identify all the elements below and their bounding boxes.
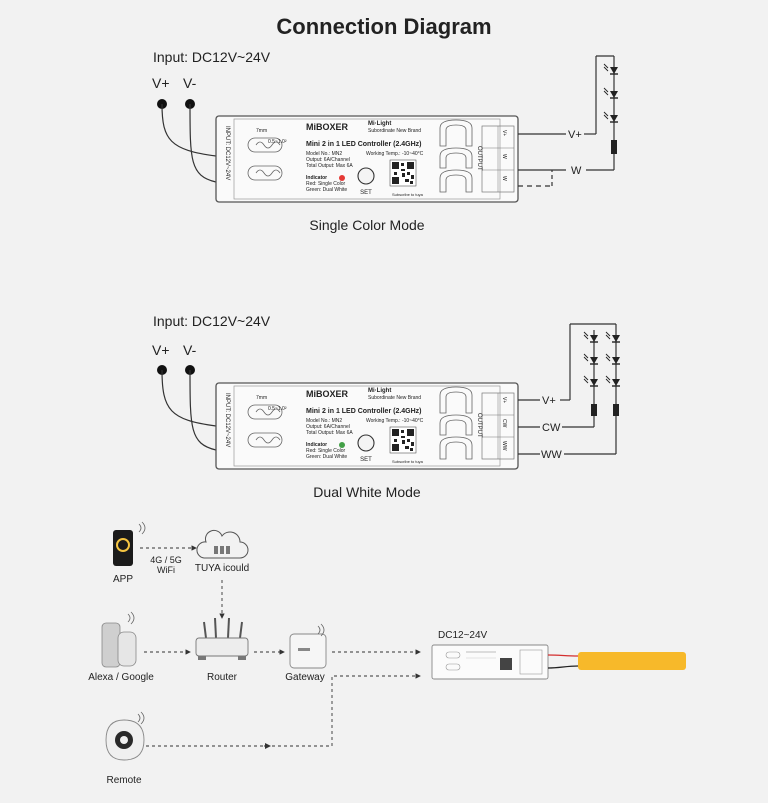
single-pin-3: W [501, 176, 507, 181]
single-model: Model No.: MN2 [306, 151, 342, 157]
single-vminus-wire [189, 103, 217, 183]
single-product: Mini 2 in 1 LED Controller (2.4GHz) [306, 141, 422, 148]
remote-controller-link [140, 673, 421, 747]
dual-vplus-wire [161, 369, 217, 427]
dual-brand-sub2: Subordinate New Brand [368, 395, 421, 401]
single-ind-red: Red: Single Color [306, 181, 346, 187]
small-controller-icon [431, 644, 549, 680]
single-vminus-label: V- [183, 75, 197, 91]
led-strip-icon [578, 652, 686, 670]
single-brand-sub1: Mi·Light [368, 121, 391, 127]
tuya-label: TUYA icould [195, 563, 249, 574]
remote-icon [105, 711, 145, 761]
wifi-line1: 4G / 5G [150, 555, 182, 565]
single-controller: MiBOXER Mi·Light Subordinate New Brand M… [215, 115, 519, 203]
dual-brand-sub1: Mi·Light [368, 388, 391, 394]
dual-input-label: Input: DC12V~24V [153, 313, 271, 329]
wifi-line2: WiFi [157, 565, 175, 575]
single-brand: MiBOXER [306, 122, 349, 132]
dual-controller: MiBOXER Mi·Light Subordinate New Brand M… [215, 382, 519, 470]
dual-vplus-label: V+ [152, 342, 170, 358]
single-pin-1: V+ [501, 130, 507, 136]
single-vplus-wire [161, 103, 217, 157]
single-pin-2: W [501, 154, 507, 159]
dual-set-label: SET [360, 457, 372, 463]
single-indicator: Indicator [306, 175, 327, 181]
single-qr-note: Subscribe to tuya [392, 192, 424, 197]
router-label: Router [207, 672, 238, 683]
single-led-strip [603, 63, 619, 154]
network-section: APP 4G / 5G WiFi TUYA icould Alexa / Goo… [88, 521, 686, 786]
single-out-vplus-label: V+ [568, 129, 582, 141]
dual-pin-3: WW [501, 441, 507, 451]
dual-vminus-label: V- [183, 342, 197, 358]
dual-out-cw-label: CW [542, 422, 561, 434]
black-wire [547, 665, 579, 669]
dual-out-vplus-label: V+ [542, 395, 556, 407]
single-temp: Working Temp.: -10~40°C [366, 151, 424, 157]
dual-led-strip-cw [583, 331, 599, 416]
single-vplus-label: V+ [152, 75, 170, 91]
dual-total: Total Output: Max 6A [306, 430, 353, 436]
dual-out-ww-label: WW [541, 449, 562, 461]
remote-label: Remote [106, 775, 141, 786]
single-output-side: OUTPUT [476, 146, 482, 171]
dual-white-section: Input: DC12V~24V V+ V- MiBOXER Mi·Light … [152, 313, 621, 500]
dual-ind-red: Red: Single Color [306, 448, 346, 454]
gateway-label: Gateway [285, 672, 324, 683]
dual-pin-2: CW [501, 419, 507, 428]
router-icon [195, 617, 249, 660]
alexa-speaker-icon [101, 611, 137, 668]
app-phone-icon [113, 521, 146, 566]
single-red-indicator [339, 175, 345, 181]
single-total: Total Output: Max 6A [306, 163, 353, 169]
dual-pin-1: V+ [501, 397, 507, 403]
dual-input-side: INPUT: DC12V~24V [224, 393, 230, 447]
single-output: Output: 6A/Channel [306, 157, 350, 163]
dual-vminus-wire [189, 369, 217, 451]
single-input-label: Input: DC12V~24V [153, 49, 271, 65]
dual-indicator: Indicator [306, 442, 327, 448]
dual-wire-range: 0.5~1.0² [268, 406, 287, 412]
dual-temp: Working Temp.: -10~40°C [366, 418, 424, 424]
single-out-w-label: W [571, 165, 582, 177]
dual-brand: MiBOXER [306, 389, 349, 399]
single-color-section: Input: DC12V~24V V+ V- MiBOXER Mi·Light … [152, 49, 619, 233]
dual-green-indicator [339, 442, 345, 448]
single-mode-label: Single Color Mode [309, 217, 424, 233]
single-wire-range: 0.5~1.0² [268, 139, 287, 145]
single-set-label: SET [360, 190, 372, 196]
red-wire [547, 654, 579, 657]
single-strip-note: 7mm [256, 128, 267, 134]
dual-product: Mini 2 in 1 LED Controller (2.4GHz) [306, 408, 422, 415]
dual-model: Model No.: MN2 [306, 418, 342, 424]
dc-label: DC12~24V [438, 630, 488, 641]
tuya-cloud-icon [196, 529, 249, 559]
dual-led-strip-ww [605, 331, 621, 416]
dual-qr-note: Subscribe to tuya [392, 459, 424, 464]
app-label: APP [113, 574, 133, 585]
dual-strip-note: 7mm [256, 395, 267, 401]
alexa-label: Alexa / Google [88, 672, 154, 683]
single-ind-green: Green: Dual White [306, 187, 347, 193]
dual-output-side: OUTPUT [476, 413, 482, 438]
single-input-side: INPUT: DC12V~24V [224, 126, 230, 180]
gateway-icon [289, 623, 327, 669]
dual-output: Output: 6A/Channel [306, 424, 350, 430]
dual-ind-green: Green: Dual White [306, 454, 347, 460]
page-title: Connection Diagram [276, 14, 491, 39]
dual-mode-label: Dual White Mode [313, 484, 421, 500]
single-brand-sub2: Subordinate New Brand [368, 128, 421, 134]
